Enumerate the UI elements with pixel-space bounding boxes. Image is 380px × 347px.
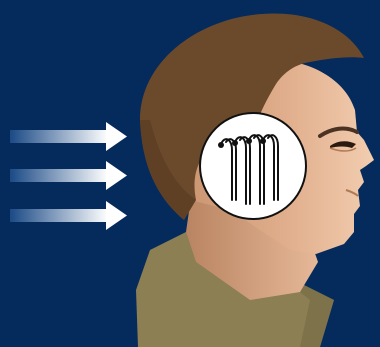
sound-arrow-bottom — [10, 201, 127, 230]
sound-arrow-middle — [10, 161, 127, 190]
inner-ear — [200, 113, 306, 219]
sound-arrow-top — [10, 122, 127, 151]
sound-arrows — [10, 122, 127, 230]
inner-ear-circle — [200, 113, 306, 219]
